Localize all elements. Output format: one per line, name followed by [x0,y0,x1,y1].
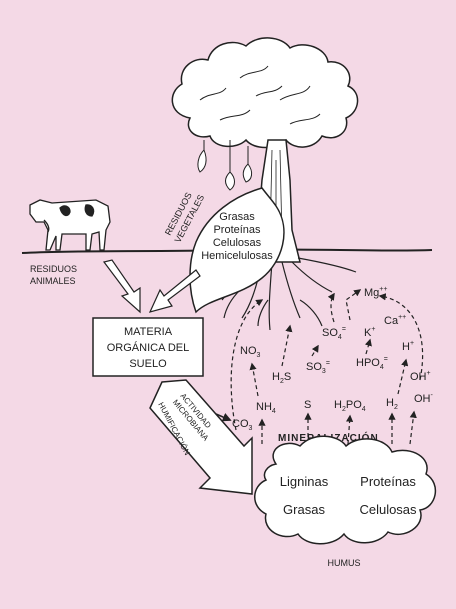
cloud-item-proteinas: Proteínas [360,474,416,489]
so3-label: SO3= [306,360,330,375]
materia-organica-box [92,317,204,377]
k-label: K+ [364,326,375,339]
h2po4-label: H2PO4 [334,399,366,413]
residuos-animales-label-2: ANIMALES [30,276,76,286]
residuos-animales-label-1: RESIDUOS [30,264,77,274]
leaf-item-grasas: Grasas [219,211,255,223]
leaf-shape [189,187,285,314]
co3-label: CO3 [232,418,253,432]
humification-arrow [149,379,253,495]
cow-icon [29,199,111,251]
mg-label: Mg++ [364,286,387,299]
oh2-label: OH- [414,392,434,405]
leaf-item-proteinas: Proteínas [213,224,261,236]
h2s-label: H2S [272,371,291,385]
materia-label-3: SUELO [129,358,167,370]
humus-label: HUMUS [328,558,361,568]
so4-label: SO4= [322,326,346,341]
h-label: H+ [402,340,414,353]
cloud-item-celulosas: Celulosas [359,502,417,517]
s-label: S [304,399,311,411]
leaf-item-celulosas: Celulosas [213,237,262,249]
input-arrows [102,259,201,314]
oh1-label: OH+ [410,370,431,383]
h2-label: H2 [386,397,398,411]
mineralization-arrows [230,289,424,445]
cloud-item-ligninas: Ligninas [280,474,329,489]
humus-cloud [254,435,437,545]
ca-label: Ca++ [384,314,406,327]
cloud-item-grasas: Grasas [283,502,325,517]
leaf-item-hemicelulosas: Hemicelulosas [201,250,273,262]
hpo4-label: HPO4= [356,356,388,371]
no3-label: NO3 [240,345,261,359]
nh4-label: NH4 [256,401,276,415]
falling-leaves-icon [197,140,253,191]
co3-arrow [215,413,232,422]
materia-label-2: ORGÁNICA DEL [107,341,190,354]
materia-label-1: MATERIA [124,326,173,338]
